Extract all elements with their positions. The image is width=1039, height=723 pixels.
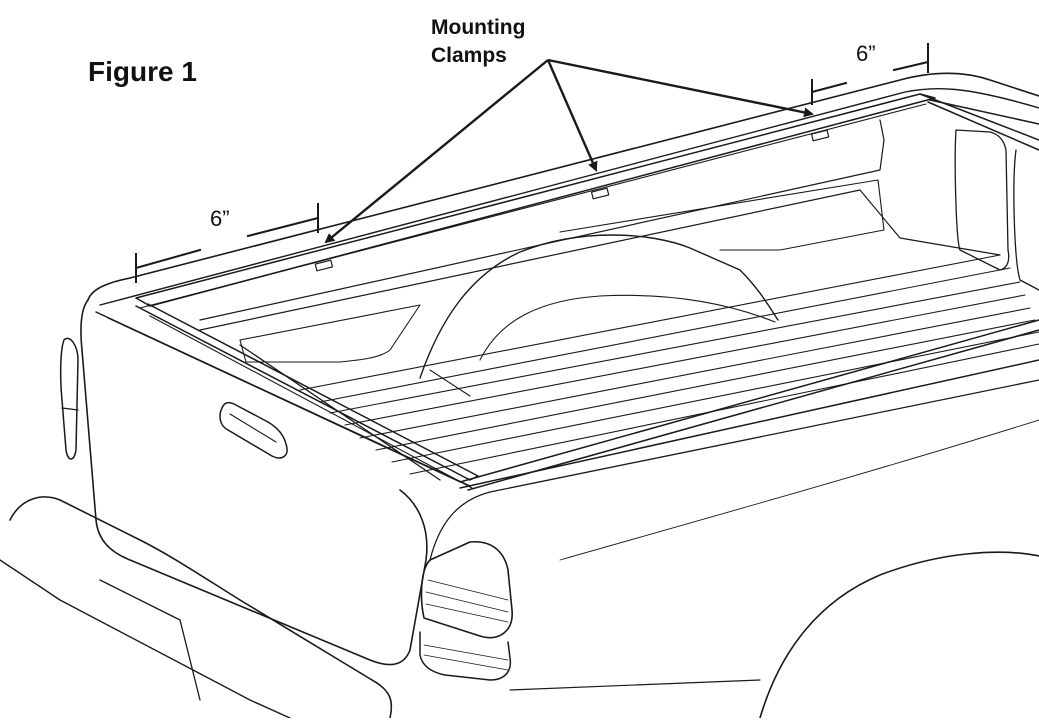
bulkhead-panel-2 [1013,149,1039,291]
tailgate-handle [219,401,288,459]
right-mounting-rail [459,319,1039,491]
body-contour-line [559,419,1039,561]
mounting-clamps-callout: Mounting Clamps [431,14,525,70]
body-lower-line [509,679,761,691]
dimension-label-left: 6” [206,206,234,232]
bed-top-inner-edge [99,87,1039,306]
left-mounting-rail [135,93,936,307]
clamp-rear [314,259,334,272]
bulkhead-top [929,99,1039,125]
rear-bumper-step [99,579,201,701]
bed-floor-side [199,189,1001,331]
figure-title: Figure 1 [88,56,197,87]
clamp-front [810,129,830,142]
bed-side-panel-upper [199,119,885,321]
wheel-well [759,551,1039,719]
callout-line-2: Clamps [431,44,507,67]
right-tail-light-lower [419,631,512,681]
tailgate-handle-inner [229,413,277,443]
right-tail-light [420,541,513,639]
rear-bumper [9,496,393,719]
wheelhouse-hump-front [429,294,776,397]
quarter-panel-edge [429,379,1039,561]
dimension-line-right [810,43,930,105]
dimension-label-right: 6” [852,41,880,67]
quarter-panel [459,359,1039,489]
callout-line-1: Mounting [431,16,526,39]
left-tail-light-divider [61,407,79,411]
wheelhouse-hump [419,234,779,379]
callout-arrow-middle [546,59,598,172]
rear-bumper-lower [0,559,291,719]
front-mounting-rail [919,93,1039,151]
bed-floor-ribs [299,254,1039,475]
callout-arrow-rear [324,59,549,244]
rear-mounting-rail-inner [149,315,473,489]
left-tail-light [59,337,79,460]
bed-side-panel-recess-1 [239,304,421,363]
left-mounting-rail-inner [139,103,927,309]
bed-top-outer-edge [87,72,1039,301]
callout-arrow-front [547,58,814,118]
bed-side-panel-recess-2 [559,179,885,251]
rear-mounting-rail [135,303,479,481]
right-tail-light-ribs [423,579,509,671]
dimension-line-left [134,203,320,283]
bulkhead-panel-1 [954,129,1010,271]
clamp-middle [590,187,610,200]
tailgate [80,299,428,666]
